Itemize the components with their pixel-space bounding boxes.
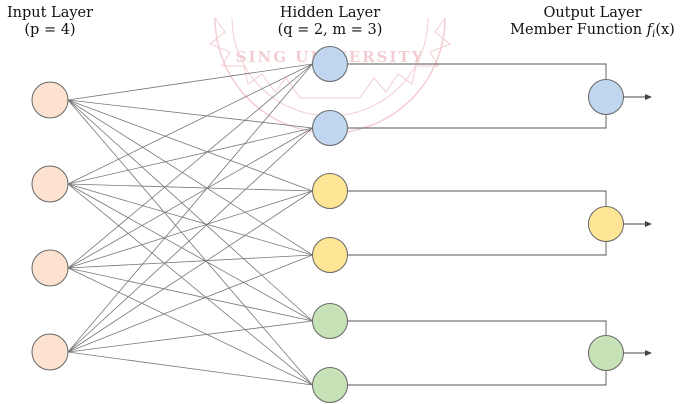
- edge-line: [67, 127, 313, 353]
- hidden-node: [312, 237, 348, 273]
- output-node: [588, 335, 624, 371]
- hidden-layer-header: Hidden Layer (q = 2, m = 3): [270, 5, 390, 39]
- edge-line: [67, 267, 313, 322]
- function-subscript: i: [652, 29, 656, 40]
- hidden-node: [312, 110, 348, 146]
- member-function-formula: fi(x): [646, 22, 675, 40]
- connector-bracket: [347, 63, 607, 129]
- hidden-node: [312, 46, 348, 82]
- hidden-layer-subtitle: (q = 2, m = 3): [277, 22, 383, 38]
- edge-line: [67, 99, 313, 386]
- edge-line: [67, 63, 313, 101]
- input-node: [31, 333, 69, 371]
- edge-line: [67, 190, 313, 269]
- input-node: [31, 249, 69, 287]
- edge-line: [67, 183, 313, 322]
- hidden-node: [312, 367, 348, 403]
- output-arrows: [623, 94, 652, 356]
- output-arrowhead: [645, 94, 652, 100]
- output-arrowhead: [645, 221, 652, 227]
- edge-line: [67, 63, 313, 185]
- edge-line: [67, 183, 313, 192]
- output-node: [588, 206, 624, 242]
- hidden-node: [312, 303, 348, 339]
- edge-line: [67, 127, 313, 185]
- output-node: [588, 79, 624, 115]
- edge-line: [67, 320, 313, 353]
- member-function-label: Member Function: [510, 22, 643, 38]
- function-argument: (x): [655, 22, 675, 38]
- edge-line: [67, 267, 313, 386]
- input-node: [31, 165, 69, 203]
- output-layer-subtitle: Member Function fi(x): [500, 22, 685, 43]
- edge-line: [67, 183, 313, 256]
- hidden-node: [312, 173, 348, 209]
- neuron-nodes: [31, 46, 624, 403]
- edge-line: [67, 99, 313, 322]
- edge-line: [67, 127, 313, 269]
- hidden-layer-title: Hidden Layer: [279, 5, 381, 21]
- input-layer-subtitle: (p = 4): [24, 22, 76, 38]
- edge-line: [67, 99, 313, 256]
- input-layer-title: Input Layer: [6, 5, 94, 21]
- function-symbol: f: [646, 22, 653, 38]
- input-layer-header: Input Layer (p = 4): [0, 5, 100, 39]
- edge-line: [67, 254, 313, 269]
- edge-line: [67, 99, 313, 129]
- edge-line: [67, 351, 313, 386]
- edge-line: [67, 254, 313, 353]
- edge-line: [67, 63, 313, 269]
- hidden-output-connectors: [347, 63, 607, 386]
- connector-bracket: [347, 320, 607, 386]
- connection-edges: [67, 63, 313, 386]
- input-node: [31, 81, 69, 119]
- edge-line: [67, 63, 313, 353]
- connector-bracket: [347, 190, 607, 256]
- watermark-border: [209, 17, 451, 99]
- edge-line: [67, 99, 313, 192]
- output-arrowhead: [645, 350, 652, 356]
- output-layer-title: Output Layer: [543, 5, 642, 21]
- edge-line: [67, 190, 313, 353]
- output-layer-header: Output Layer Member Function fi(x): [500, 5, 685, 43]
- edge-line: [67, 183, 313, 386]
